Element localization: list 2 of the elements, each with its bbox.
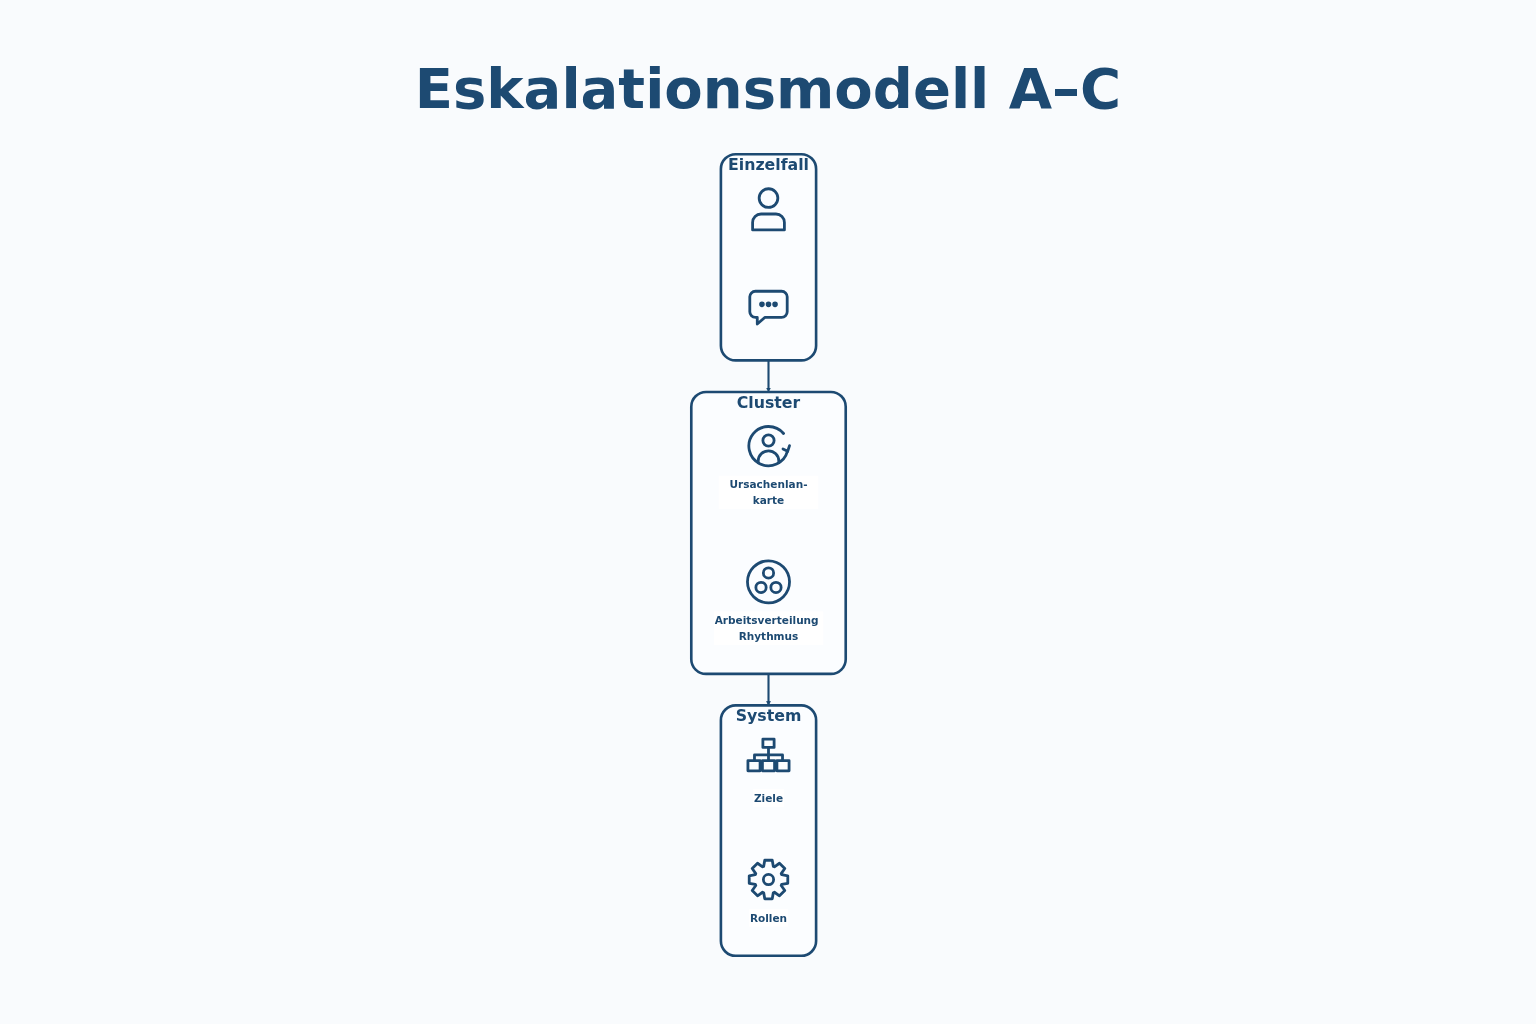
cluster: Einzelfall	[719, 152, 817, 362]
diagram-title: Eskalationsmodell A–C	[414, 55, 1122, 120]
